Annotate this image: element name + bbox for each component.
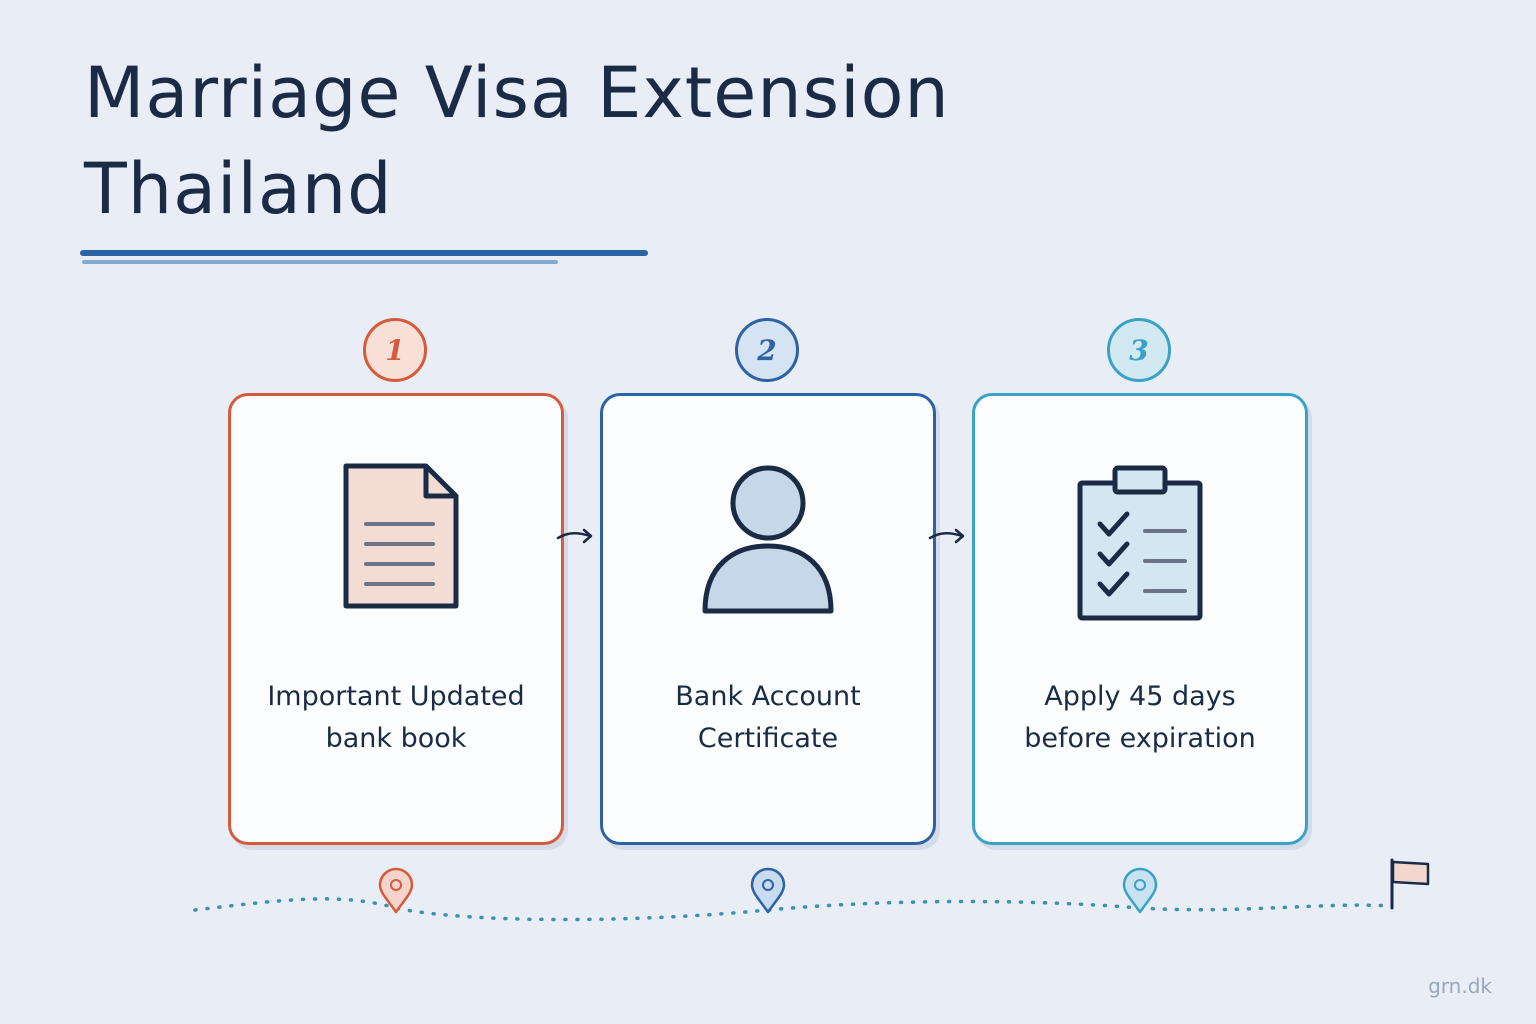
step-2-text-line-1: Bank Account bbox=[675, 681, 861, 712]
map-pin-icon bbox=[378, 867, 414, 914]
step-1-number-badge: 1 bbox=[363, 318, 427, 382]
step-3-card: Apply 45 days before expiration bbox=[972, 393, 1308, 845]
clipboard-checklist-icon bbox=[1077, 465, 1203, 621]
page-title-line-1: Marriage Visa Extension bbox=[84, 52, 950, 134]
map-pin-icon bbox=[1122, 867, 1158, 914]
flag-icon bbox=[1390, 858, 1430, 910]
map-pin-icon bbox=[750, 867, 786, 914]
step-2-description: Bank Account Certificate bbox=[603, 676, 933, 760]
document-icon bbox=[343, 463, 459, 609]
title-underline bbox=[80, 250, 648, 256]
page-title-line-2: Thailand bbox=[84, 148, 393, 230]
step-3-number-badge: 3 bbox=[1107, 318, 1171, 382]
step-2-number-badge: 2 bbox=[735, 318, 799, 382]
step-3-text-line-2: before expiration bbox=[1024, 723, 1256, 754]
step-3-text-line-1: Apply 45 days bbox=[1044, 681, 1236, 712]
step-2-text-line-2: Certificate bbox=[697, 723, 839, 754]
step-1-description: Important Updated bank book bbox=[231, 676, 561, 760]
step-1-text-line-2: bank book bbox=[325, 723, 467, 754]
step-2-card: Bank Account Certificate bbox=[600, 393, 936, 845]
person-icon bbox=[702, 465, 834, 614]
title-underline-shadow bbox=[82, 260, 558, 264]
arrow-right-icon bbox=[556, 528, 593, 544]
watermark: grn.dk bbox=[1428, 974, 1492, 998]
timeline-path bbox=[193, 858, 1430, 922]
step-3-description: Apply 45 days before expiration bbox=[975, 676, 1305, 760]
step-1-card: Important Updated bank book bbox=[228, 393, 564, 845]
arrow-right-icon bbox=[928, 528, 965, 544]
step-1-text-line-1: Important Updated bbox=[267, 681, 525, 712]
